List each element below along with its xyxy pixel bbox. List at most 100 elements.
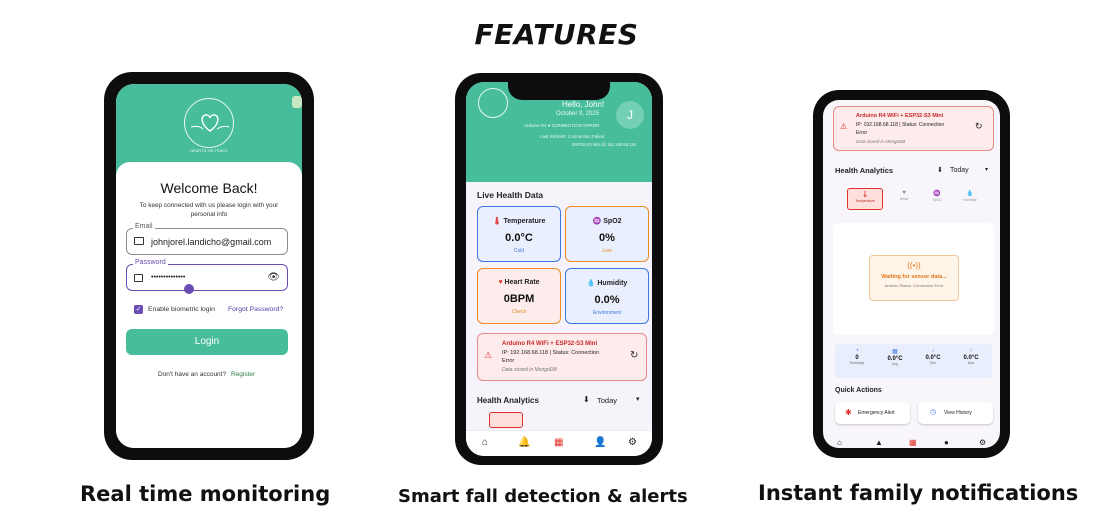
tile-value: 0.0% (594, 294, 620, 306)
analytics-tab-temperature[interactable] (489, 412, 523, 428)
tab-label: Heart (899, 197, 909, 201)
nav-dashboard-icon[interactable]: ▦ (554, 437, 564, 448)
phone-notch (508, 82, 610, 100)
forgot-password-link[interactable]: Forgot Password? (228, 306, 284, 313)
stat-avg: ▦ 0.0°C Avg (877, 348, 913, 366)
emergency-alert-button[interactable]: ✱ Emergency Alert (835, 402, 910, 424)
eye-off-icon[interactable]: 👁 (267, 272, 280, 283)
waiting-subtext: Arduino Status: Connection Error (884, 283, 944, 288)
stat-value: 0.0°C (963, 355, 979, 361)
refresh-status: Last Refresh: Connection Failed (540, 134, 605, 139)
email-label: Email (133, 223, 155, 230)
stat-min: ↓ 0.0°C Min (915, 348, 951, 365)
caption-left: Real time monitoring (80, 482, 331, 506)
login-button[interactable]: Login (126, 329, 288, 355)
caption-right: Instant family notifications (758, 481, 1079, 505)
clock-icon: ◷ (930, 409, 937, 416)
no-account-text: Don't have an account? (158, 371, 227, 378)
biometric-checkbox[interactable]: ✓ (134, 305, 143, 314)
bar-chart-icon: ▦ (892, 349, 898, 355)
refresh-stat-icon: ◔ (855, 348, 859, 354)
download-icon[interactable]: ⬇ (583, 395, 590, 404)
nav-profile-icon[interactable]: ● (944, 438, 949, 447)
stat-label: Avg (892, 362, 898, 366)
tile-status: Cold (513, 248, 525, 254)
email-field[interactable]: Email johnjorel.landicho@gmail.com (126, 223, 288, 255)
stat-value: 0.0°C (887, 356, 903, 362)
device-status-card: ⚠ Arduino R4 WiFi + ESP32-S3 Mini IP: 19… (477, 333, 647, 381)
tab-label: Temperature (855, 199, 875, 203)
nav-profile-icon[interactable]: 👤 (594, 437, 607, 448)
register-link[interactable]: Register (231, 371, 256, 378)
lungs-icon: ♒ (933, 191, 941, 197)
tile-status: Low (602, 248, 612, 254)
avatar[interactable]: J (616, 101, 644, 129)
view-history-button[interactable]: ◷ View History (918, 402, 993, 424)
analytics-period[interactable]: Today (950, 167, 969, 174)
nav-home-icon[interactable]: ⌂ (837, 438, 842, 447)
tile-value: 0% (599, 232, 615, 244)
device-status-card: ⚠ Arduino R4 WiFi + ESP32-S3 Mini IP: 19… (833, 106, 994, 151)
tab-humidity[interactable]: 💧 Humidity (955, 188, 985, 210)
heart-rate-tile[interactable]: ♥ Heart Rate 0BPM Check (477, 268, 561, 324)
tile-value: 0BPM (503, 293, 535, 305)
device-info-2: Error (502, 358, 515, 364)
brand-text: HEARTS ON TRACK (190, 148, 228, 153)
tile-status: Check (511, 309, 527, 315)
login-title: Welcome Back! (160, 180, 258, 196)
temperature-tile[interactable]: 🌡 Temperature 0.0°C Cold (477, 206, 561, 262)
analytics-screen: ⚠ Arduino R4 WiFi + ESP32-S3 Mini IP: 19… (823, 100, 1000, 448)
biometric-label: Enable biometric login (148, 306, 215, 313)
humidity-tile[interactable]: 💧 Humidity 0.0% Environment (565, 268, 649, 324)
dashboard-logo (478, 88, 508, 118)
password-label: Password (133, 259, 168, 266)
page-heading: FEATURES (474, 18, 639, 51)
bottom-nav: ⌂ ▲ ▦ ● ⚙ (823, 436, 1000, 448)
device-info: IP: 192.168.68.118 | Status: Connection (856, 122, 945, 128)
status-chip (292, 96, 302, 108)
lungs-icon: ♒ (592, 218, 602, 225)
nav-alerts-icon[interactable]: 🔔 (518, 437, 531, 448)
spo2-tile[interactable]: ♒ SpO2 0% Low (565, 206, 649, 262)
heart-icon (190, 114, 230, 132)
stats-row: ◔ 0 Readings ▦ 0.0°C Avg ↓ 0.0°C Min ↑ 0… (835, 344, 992, 378)
chevron-down-icon[interactable]: ▾ (636, 396, 640, 403)
asterisk-icon: ✱ (845, 408, 852, 417)
text-cursor-handle[interactable] (184, 284, 194, 294)
device-title: Arduino R4 WiFi + ESP32-S3 Mini (856, 113, 944, 119)
nav-settings-icon[interactable]: ⚙ (979, 438, 987, 447)
chart-area: ((•)) Waiting for sensor data... Arduino… (833, 223, 994, 335)
droplet-icon: 💧 (586, 280, 596, 287)
phone-login: HEARTS ON TRACK Welcome Back! To keep co… (104, 72, 314, 460)
thermometer-icon: 🌡 (492, 218, 502, 225)
refresh-icon[interactable]: ↻ (975, 121, 983, 131)
email-value: johnjorel.landicho@gmail.com (151, 237, 272, 247)
tab-spo2[interactable]: ♒ SpO2 (924, 188, 950, 210)
droplet-icon: 💧 (966, 191, 974, 197)
quick-actions-title: Quick Actions (835, 387, 882, 394)
login-card: Welcome Back! To keep connected with us … (116, 162, 302, 448)
nav-dashboard-icon[interactable]: ▦ (909, 438, 917, 447)
stat-value: 0.0°C (925, 355, 941, 361)
download-icon[interactable]: ⬇ (937, 167, 943, 174)
tile-status: Environment (592, 310, 622, 316)
waiting-card: ((•)) Waiting for sensor data... Arduino… (869, 255, 959, 301)
live-health-title: Live Health Data (477, 190, 544, 200)
tab-temperature[interactable]: 🌡 Temperature (847, 188, 883, 210)
analytics-period[interactable]: Today (597, 396, 618, 405)
password-field[interactable]: Password •••••••••••••• 👁 (126, 259, 288, 291)
tile-value: 0.0°C (505, 232, 533, 244)
device-note: Data stored in MongoDB (856, 139, 906, 144)
tile-title: Temperature (503, 218, 546, 225)
refresh-icon[interactable]: ↻ (630, 350, 639, 361)
app-logo (184, 98, 234, 148)
login-screen: HEARTS ON TRACK Welcome Back! To keep co… (116, 84, 302, 448)
chevron-down-icon[interactable]: ▾ (985, 167, 989, 173)
device-note: Data stored in MongoDB (502, 367, 557, 373)
connection-status: Arduino R4 ● CONNECTION ERROR (524, 123, 600, 128)
thermometer-icon: 🌡 (861, 192, 869, 198)
nav-home-icon[interactable]: ⌂ (482, 437, 489, 448)
nav-settings-icon[interactable]: ⚙ (628, 437, 637, 448)
nav-alerts-icon[interactable]: ▲ (875, 438, 883, 447)
tab-heart[interactable]: ♥ Heart (891, 188, 917, 210)
